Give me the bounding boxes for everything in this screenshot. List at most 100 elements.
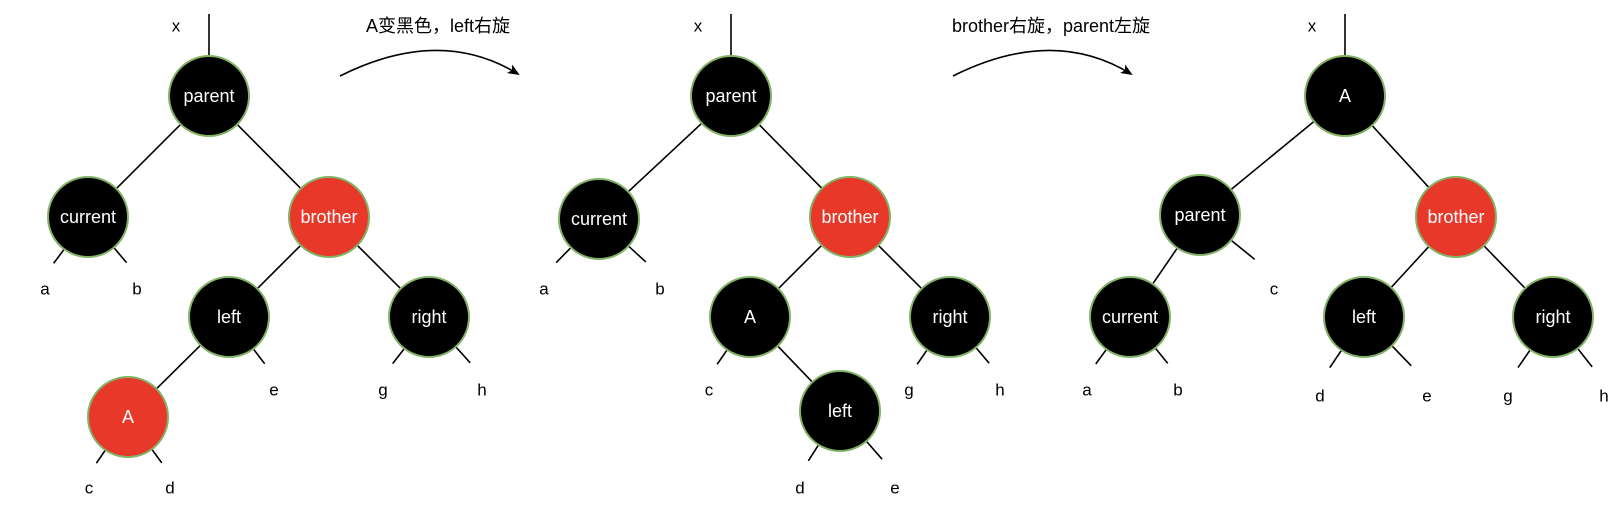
leaf-edge bbox=[1154, 347, 1169, 364]
node-current bbox=[1089, 276, 1171, 358]
leaf-label-c: c bbox=[705, 381, 714, 400]
root-label: x bbox=[172, 17, 181, 36]
node-parent bbox=[1159, 174, 1241, 256]
node-A bbox=[87, 376, 169, 458]
edge-parent-brother bbox=[758, 123, 823, 190]
node-label-right: right bbox=[932, 307, 967, 327]
edge-brother-right bbox=[877, 244, 923, 290]
node-right bbox=[388, 276, 470, 358]
node-label-A: A bbox=[744, 307, 756, 327]
node-label-left: left bbox=[828, 401, 852, 421]
node-A bbox=[709, 276, 791, 358]
node-label-A: A bbox=[1339, 86, 1351, 106]
root-label: x bbox=[1308, 17, 1317, 36]
edge-brother-left bbox=[1390, 245, 1430, 289]
leaf-label-d: d bbox=[165, 479, 174, 498]
edge-left-A bbox=[155, 344, 202, 390]
leaf-edge bbox=[455, 346, 471, 364]
transition-arrow-2 bbox=[952, 49, 1133, 77]
leaf-label-c: c bbox=[85, 479, 94, 498]
node-label-left: left bbox=[1352, 307, 1376, 327]
leaf-edge bbox=[1577, 347, 1593, 368]
node-label-parent: parent bbox=[1174, 205, 1225, 225]
leaf-label-b: b bbox=[132, 280, 141, 299]
edge-parent-current bbox=[115, 123, 182, 190]
leaf-label-a: a bbox=[1082, 381, 1092, 400]
edge-A-brother bbox=[1371, 124, 1430, 189]
leaf-edge bbox=[52, 248, 65, 264]
leaf-label-a: a bbox=[40, 280, 50, 299]
leaf-label-e: e bbox=[1422, 387, 1431, 406]
edge-parent-current bbox=[627, 122, 703, 193]
node-current bbox=[47, 176, 129, 258]
node-label-parent: parent bbox=[183, 86, 234, 106]
node-label-current: current bbox=[1102, 307, 1158, 327]
leaf-label-g: g bbox=[378, 381, 387, 400]
node-label-current: current bbox=[60, 207, 116, 227]
edge-brother-left bbox=[256, 244, 302, 290]
leaf-edge bbox=[975, 346, 990, 364]
leaf-label-h: h bbox=[477, 381, 486, 400]
leaf-label-d: d bbox=[795, 479, 804, 498]
leaf-edge bbox=[113, 247, 128, 264]
edge-brother-A bbox=[777, 244, 823, 290]
node-right bbox=[1512, 276, 1594, 358]
node-left bbox=[188, 276, 270, 358]
step-caption-1: A变黑色，left右旋 bbox=[366, 16, 510, 36]
node-right bbox=[909, 276, 991, 358]
leaf-edge bbox=[1095, 348, 1108, 365]
leaf-edge bbox=[151, 448, 163, 464]
leaf-label-e: e bbox=[269, 381, 278, 400]
leaf-label-b: b bbox=[1173, 381, 1182, 400]
node-current bbox=[558, 178, 640, 260]
node-label-brother: brother bbox=[1427, 207, 1484, 227]
leaf-label-h: h bbox=[995, 381, 1004, 400]
node-left bbox=[799, 370, 881, 452]
step-caption-2: brother右旋，parent左旋 bbox=[952, 16, 1150, 36]
leaf-edge bbox=[716, 349, 728, 365]
node-parent bbox=[168, 55, 250, 137]
node-label-brother: brother bbox=[821, 207, 878, 227]
node-left bbox=[1323, 276, 1405, 358]
edge-parent-brother bbox=[236, 123, 302, 190]
edge-brother-right bbox=[356, 244, 402, 290]
node-label-A: A bbox=[122, 407, 134, 427]
transition-arrow-1 bbox=[339, 49, 520, 77]
leaf-label-a: a bbox=[539, 280, 549, 299]
leaf-edge bbox=[916, 349, 928, 365]
node-label-parent: parent bbox=[705, 86, 756, 106]
node-A bbox=[1304, 55, 1386, 137]
edge-parent-current bbox=[1151, 247, 1179, 285]
leaf-label-g: g bbox=[1503, 387, 1512, 406]
leaf-label-h: h bbox=[1599, 387, 1608, 406]
leaf-edge bbox=[392, 348, 406, 365]
node-label-right: right bbox=[411, 307, 446, 327]
leaf-edge bbox=[865, 440, 883, 460]
edge-brother-right bbox=[1483, 245, 1526, 289]
leaf-edge bbox=[95, 449, 107, 464]
node-label-brother: brother bbox=[300, 207, 357, 227]
node-brother bbox=[288, 176, 370, 258]
node-brother bbox=[809, 176, 891, 258]
node-label-right: right bbox=[1535, 307, 1570, 327]
leaf-label-d: d bbox=[1315, 387, 1324, 406]
leaf-edge bbox=[555, 246, 572, 264]
node-label-left: left bbox=[217, 307, 241, 327]
node-parent bbox=[690, 55, 772, 137]
leaf-label-g: g bbox=[904, 381, 913, 400]
edge-A-left bbox=[777, 345, 813, 383]
leaf-label-b: b bbox=[655, 280, 664, 299]
leaf-edge bbox=[807, 444, 820, 462]
node-label-current: current bbox=[571, 209, 627, 229]
leaf-edge bbox=[252, 348, 266, 365]
leaf-label-e: e bbox=[890, 479, 899, 498]
leaf-edge bbox=[1517, 349, 1531, 369]
leaf-edge bbox=[1230, 239, 1256, 260]
root-label: x bbox=[694, 17, 703, 36]
node-brother bbox=[1415, 176, 1497, 258]
